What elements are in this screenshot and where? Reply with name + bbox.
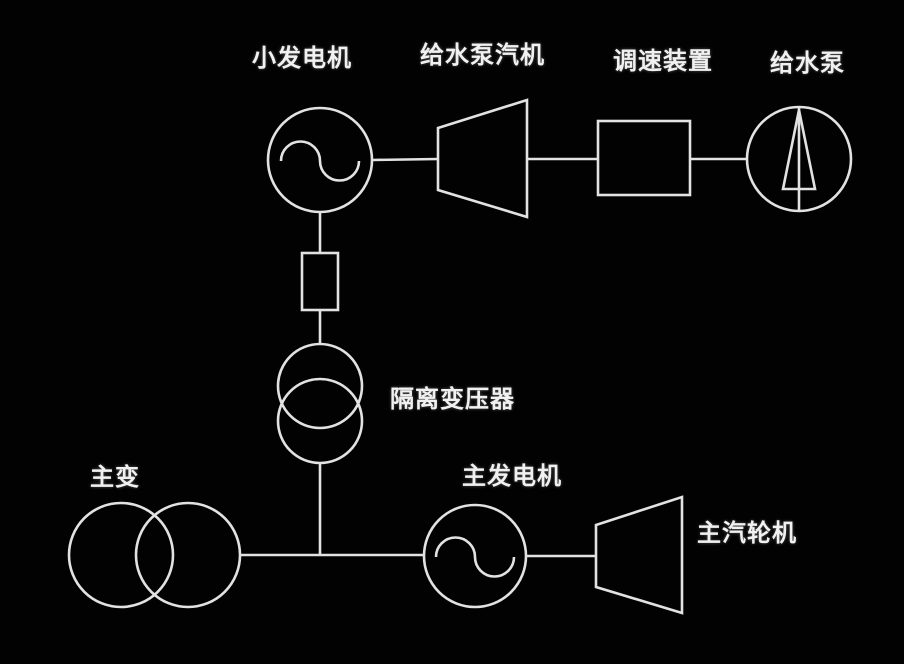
feedwater-pump-triangle-icon xyxy=(781,109,817,191)
isolation-transformer-primary-circle xyxy=(276,342,364,430)
isolation-transformer-secondary-circle xyxy=(276,377,364,465)
main-transformer-secondary-circle xyxy=(134,501,242,609)
breaker-icon xyxy=(300,251,340,312)
label-main-generator: 主发电机 xyxy=(462,463,562,490)
governor-device-icon xyxy=(596,119,692,197)
shaft-small-generator-turbine xyxy=(371,157,439,162)
label-main-steam-turbine: 主汽轮机 xyxy=(697,520,797,547)
label-feedwater-pump: 给水泵 xyxy=(770,50,845,77)
label-main-transformer: 主变 xyxy=(90,464,140,491)
label-governor-device: 调速装置 xyxy=(613,48,713,75)
main-transformer-primary-circle xyxy=(67,501,175,609)
main-steam-turbine-icon xyxy=(594,495,684,615)
feedwater-pump-turbine-icon xyxy=(436,98,529,219)
label-feedwater-pump-turbine: 给水泵汽机 xyxy=(420,42,545,69)
label-small-generator: 小发电机 xyxy=(252,45,352,72)
label-isolation-transformer: 隔离变压器 xyxy=(390,386,515,413)
main-generator-sine-icon xyxy=(434,536,516,578)
small-generator-sine-icon xyxy=(279,140,361,182)
